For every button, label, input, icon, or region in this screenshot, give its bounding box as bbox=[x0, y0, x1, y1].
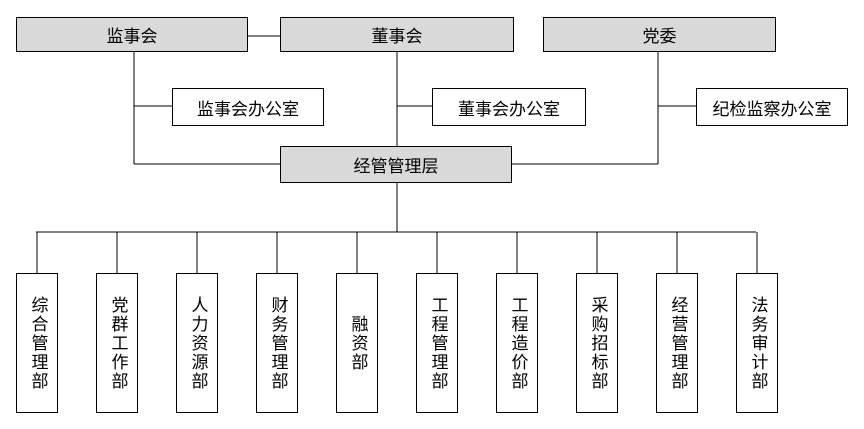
supervisory-office-box: 监事会办公室 bbox=[172, 88, 324, 126]
department-label: 融资部 bbox=[347, 314, 368, 372]
department-label: 财务管理部 bbox=[267, 295, 288, 391]
supervisory-office-label: 监事会办公室 bbox=[197, 99, 299, 120]
board-of-directors-label: 董事会 bbox=[371, 27, 423, 47]
supervisory-board-box: 监事会 bbox=[16, 17, 248, 52]
board-office-box: 董事会办公室 bbox=[432, 88, 586, 126]
department-box: 人力资源部 bbox=[176, 273, 218, 413]
department-box: 经营管理部 bbox=[656, 273, 698, 413]
department-label: 经营管理部 bbox=[667, 295, 688, 391]
management-box: 经管管理层 bbox=[280, 146, 512, 183]
party-committee-label: 党委 bbox=[642, 27, 677, 47]
department-box: 工程造价部 bbox=[496, 273, 538, 413]
board-of-directors-box: 董事会 bbox=[280, 17, 514, 52]
department-label: 党群工作部 bbox=[107, 295, 128, 391]
department-label: 工程造价部 bbox=[507, 295, 528, 391]
board-office-label: 董事会办公室 bbox=[458, 99, 560, 120]
department-box: 法务审计部 bbox=[736, 273, 778, 413]
management-label: 经管管理层 bbox=[353, 157, 439, 177]
department-label: 综合管理部 bbox=[27, 295, 48, 391]
party-committee-box: 党委 bbox=[543, 17, 776, 52]
discipline-office-box: 纪检监察办公室 bbox=[696, 88, 848, 126]
department-box: 党群工作部 bbox=[96, 273, 138, 413]
department-box: 采购招标部 bbox=[576, 273, 618, 413]
department-label: 采购招标部 bbox=[587, 295, 608, 391]
department-label: 工程管理部 bbox=[427, 295, 448, 391]
department-box: 综合管理部 bbox=[16, 273, 58, 413]
supervisory-board-label: 监事会 bbox=[106, 27, 158, 47]
discipline-office-label: 纪检监察办公室 bbox=[712, 99, 832, 120]
department-label: 人力资源部 bbox=[187, 295, 208, 391]
department-box: 工程管理部 bbox=[416, 273, 458, 413]
department-box: 融资部 bbox=[336, 273, 378, 413]
department-box: 财务管理部 bbox=[256, 273, 298, 413]
department-label: 法务审计部 bbox=[747, 295, 768, 391]
